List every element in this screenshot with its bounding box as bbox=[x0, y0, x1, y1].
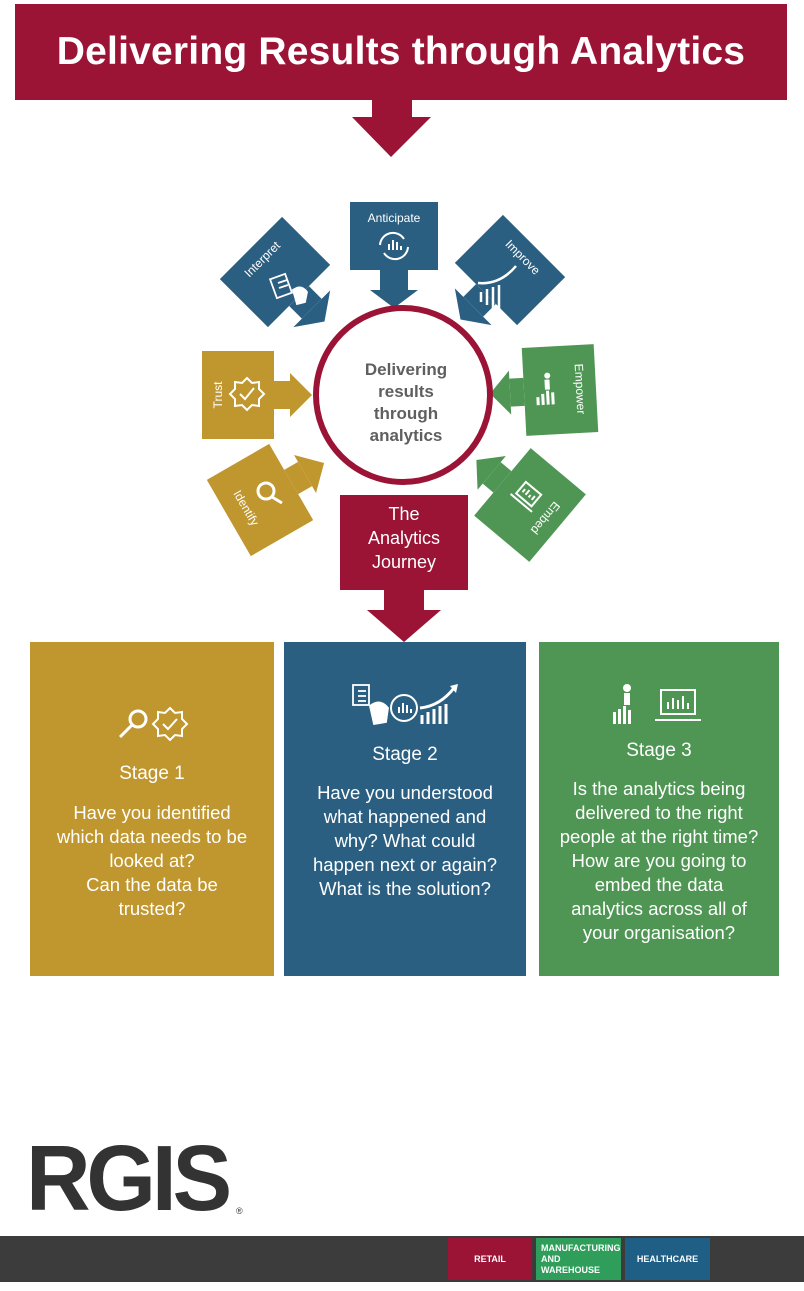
stage-2-card: Stage 2 Have you understood what happene… bbox=[284, 642, 526, 976]
trust-label: Trust bbox=[211, 381, 225, 409]
interpret-node: Interpret bbox=[219, 216, 331, 328]
empower-label: Empower bbox=[572, 363, 589, 414]
stage-3-icons bbox=[613, 684, 701, 724]
stage-2-line: what happened and bbox=[323, 806, 487, 827]
stage-1-line: Can the data be bbox=[86, 874, 218, 895]
stage-3-line: people at the right time? bbox=[559, 826, 759, 847]
manufacturing-line-2: AND WAREHOUSE bbox=[541, 1253, 601, 1275]
empower-node: Empower bbox=[490, 344, 599, 436]
center-line-2: results bbox=[378, 382, 434, 401]
header-banner: Delivering Results through Analytics bbox=[15, 4, 787, 100]
stage-1-line: trusted? bbox=[118, 898, 186, 919]
registered-mark: ® bbox=[236, 1206, 243, 1216]
center-line-4: analytics bbox=[370, 426, 443, 445]
empower-icon bbox=[536, 372, 555, 406]
stage-1-card: Stage 1 Have you identified which data n… bbox=[30, 642, 274, 976]
stage-3-card: Stage 3 Is the analytics being delivered… bbox=[539, 642, 779, 976]
stage-2-title: Stage 2 bbox=[372, 744, 438, 765]
improve-icon bbox=[477, 265, 517, 310]
journey-line-1: The bbox=[388, 504, 419, 524]
stage-2-body: Have you understood what happened and wh… bbox=[296, 781, 514, 901]
cycle-chart-icon bbox=[390, 694, 418, 722]
identify-node: Identify bbox=[206, 443, 325, 557]
rgis-logo: RGIS bbox=[26, 1126, 232, 1231]
stage-1-line: Have you identified bbox=[73, 802, 231, 823]
stage-1-line: looked at? bbox=[109, 850, 195, 871]
trust-icon bbox=[228, 376, 266, 412]
trust-node: Trust bbox=[202, 351, 312, 439]
stage-1-line: which data needs to be bbox=[56, 826, 248, 847]
stage-3-line: Is the analytics being bbox=[572, 778, 746, 799]
manufacturing-line-1: MANUFACTURING bbox=[541, 1242, 621, 1253]
header-down-arrow bbox=[352, 117, 431, 157]
checklist-icon bbox=[352, 684, 389, 726]
stage-3-title: Stage 3 bbox=[626, 740, 692, 761]
journey-line-3: Journey bbox=[372, 552, 436, 572]
stage-3-line: embed the data bbox=[594, 874, 724, 895]
improve-node: Improve bbox=[454, 214, 566, 326]
embed-laptop-icon bbox=[509, 480, 543, 513]
stage-2-line: why? What could bbox=[334, 830, 476, 851]
stage-1-body: Have you identified which data needs to … bbox=[42, 801, 262, 921]
laptop-chart-icon bbox=[655, 689, 701, 721]
growth-chart-icon bbox=[419, 684, 458, 724]
identify-magnifier-icon bbox=[256, 481, 283, 505]
stage-1-icons bbox=[118, 706, 189, 742]
anticipate-icon bbox=[379, 231, 409, 261]
stage-2-line: Have you understood bbox=[317, 782, 493, 803]
trust-badge-icon bbox=[151, 706, 189, 742]
stage-3-line: your organisation? bbox=[582, 922, 736, 943]
journey-line-2: Analytics bbox=[368, 528, 440, 548]
climbing-person-icon bbox=[613, 684, 631, 724]
anticipate-node: Anticipate bbox=[350, 202, 438, 308]
analytics-journey-arrow: The Analytics Journey bbox=[340, 495, 468, 642]
stage-2-line: What is the solution? bbox=[319, 878, 491, 899]
stage-3-line: delivered to the right bbox=[575, 802, 743, 823]
manufacturing-button[interactable]: MANUFACTURING AND WAREHOUSE bbox=[536, 1238, 621, 1280]
stage-2-icons bbox=[352, 684, 458, 726]
stage-3-body: Is the analytics being delivered to the … bbox=[551, 777, 767, 945]
header-arrow-stem bbox=[372, 100, 412, 117]
analytics-cycle-diagram: Anticipate Improve Interpret Trust bbox=[202, 100, 599, 642]
center-circle bbox=[313, 305, 493, 485]
page-title: Delivering Results through Analytics bbox=[56, 30, 746, 73]
magnifier-icon bbox=[118, 709, 148, 739]
center-line-3: through bbox=[374, 404, 438, 423]
stage-1-title: Stage 1 bbox=[119, 763, 185, 784]
retail-button[interactable]: RETAIL bbox=[448, 1238, 532, 1280]
stage-3-line: How are you going to bbox=[571, 850, 747, 871]
stage-2-line: happen next or again? bbox=[312, 854, 498, 875]
healthcare-button[interactable]: HEALTHCARE bbox=[625, 1238, 710, 1280]
anticipate-label: Anticipate bbox=[368, 211, 421, 225]
center-line-1: Delivering bbox=[365, 360, 447, 379]
stage-3-line: analytics across all of bbox=[571, 898, 747, 919]
interpret-icon bbox=[268, 272, 308, 306]
